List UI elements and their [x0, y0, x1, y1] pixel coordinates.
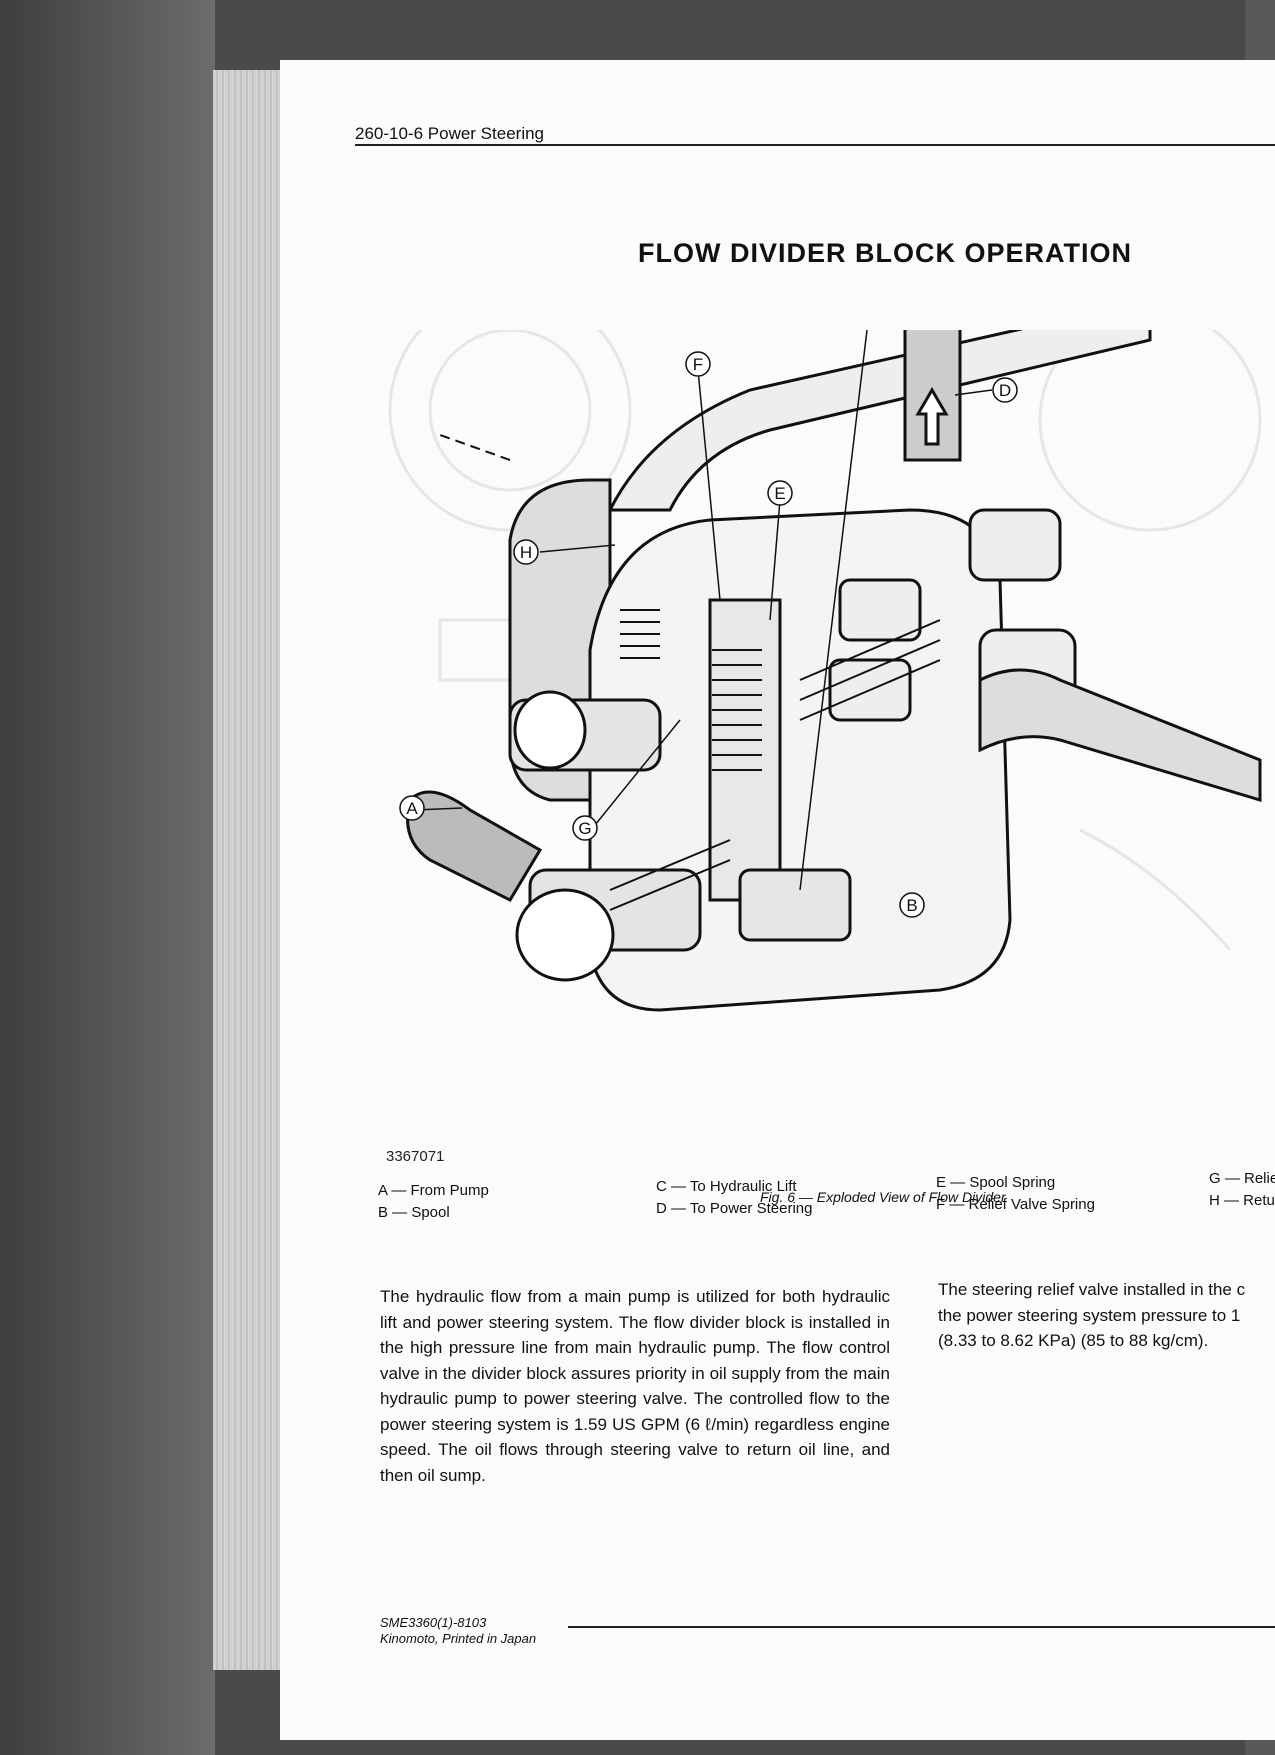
callout-b: B	[906, 896, 917, 915]
legend-col-3: E — Spool Spring F — Relief Valve Spring	[936, 1172, 1095, 1216]
callout-a: A	[406, 799, 418, 818]
page-footer: SME3360(1)-8103 Kinomoto, Printed in Jap…	[380, 1615, 536, 1647]
header-rule	[355, 144, 1275, 146]
legend-item-e: E — Spool Spring	[936, 1174, 1056, 1191]
footer-printer: Kinomoto, Printed in Japan	[380, 1631, 537, 1646]
callout-e: E	[774, 484, 785, 503]
legend-item-f: F — Relief Valve Spring	[936, 1196, 1095, 1213]
legend-item-c: C — To Hydraulic Lift	[656, 1178, 797, 1195]
body-right-line: (8.33 to 8.62 KPa) (85 to 88 kg/cm).	[938, 1331, 1209, 1350]
callout-f: F	[693, 355, 703, 374]
figure-caption: Fig. 6 — Exploded View of Flow Divider	[760, 1189, 1006, 1205]
body-paragraph-left: The hydraulic flow from a main pump is u…	[380, 1287, 890, 1485]
body-right-line: The steering relief valve installed in t…	[938, 1280, 1246, 1299]
callout-h: H	[520, 543, 532, 562]
running-header: 260-10-6 Power Steering	[355, 124, 545, 143]
legend-col-4: G — Relie H — Retu	[1209, 1168, 1275, 1212]
legend-item-h: H — Retu	[1209, 1192, 1275, 1209]
page-stack-edges	[213, 70, 283, 1670]
footer-rule	[568, 1626, 1275, 1628]
legend-item-b: B — Spool	[378, 1204, 450, 1221]
callout-g: G	[578, 819, 591, 838]
flow-divider-illustration: F D E H A G B	[388, 330, 1262, 1012]
figure-number: 3367071	[386, 1148, 445, 1165]
footer-doc-code: SME3360(1)-8103	[380, 1615, 487, 1630]
legend-col-1: A — From Pump B — Spool	[378, 1180, 489, 1224]
scan-background-left	[0, 0, 215, 1755]
legend-col-2: C — To Hydraulic Lift D — To Power Steer…	[656, 1176, 812, 1220]
body-right-line: the power steering system pressure to 1	[938, 1305, 1241, 1325]
legend-item-d: D — To Power Steering	[656, 1200, 813, 1217]
callout-d: D	[999, 381, 1011, 400]
legend-item-a: A — From Pump	[378, 1182, 489, 1199]
body-paragraph-right: The steering relief valve installed in t…	[938, 1277, 1275, 1354]
legend-item-g: G — Relie	[1209, 1170, 1275, 1187]
section-title: FLOW DIVIDER BLOCK OPERATION	[638, 238, 1132, 268]
